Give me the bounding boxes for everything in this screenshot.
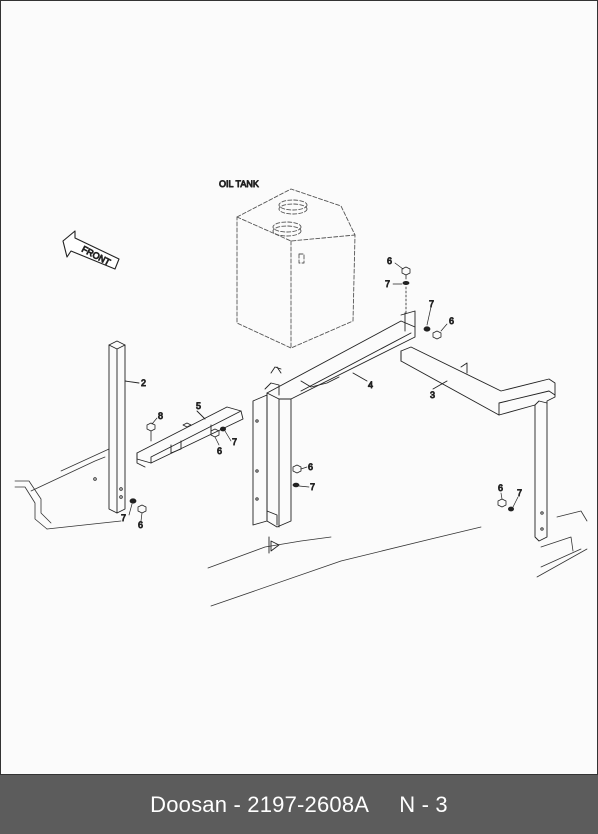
parts-diagram-sheet: OIL TANK FRONT 2 5 (0, 0, 598, 775)
leader-line (352, 372, 368, 382)
part-3-frame (400, 346, 556, 542)
callout-part-2: 2 (141, 378, 146, 388)
callout-part-6: 6 (449, 316, 454, 326)
hardware-group (129, 266, 514, 514)
callout-part-7: 7 (517, 488, 522, 498)
part-5-bracket (136, 406, 244, 468)
callout-part-3: 3 (430, 390, 435, 400)
oil-tank-outline (236, 188, 356, 349)
leader-line (124, 380, 140, 384)
part-4-frame (252, 310, 416, 554)
part-2-post (93, 340, 126, 514)
footer-title: Doosan - 2197-2608A (150, 791, 370, 817)
callout-part-7: 7 (385, 279, 390, 289)
callout-part-7: 7 (232, 437, 237, 447)
footer-page-number: N - 3 (399, 791, 448, 817)
frame-reference-lines (14, 448, 588, 607)
leader-line (432, 380, 448, 390)
callout-part-8: 8 (158, 411, 163, 421)
callout-part-6: 6 (308, 462, 313, 472)
callout-part-5: 5 (196, 401, 201, 411)
callout-part-7: 7 (310, 482, 315, 492)
page-footer: Doosan - 2197-2608A N - 3 (0, 775, 598, 834)
hardware-leader-lines (128, 262, 519, 522)
callout-part-7: 7 (429, 299, 434, 309)
callout-part-6: 6 (217, 446, 222, 456)
oil-tank-label: OIL TANK (219, 179, 259, 189)
callout-part-6: 6 (387, 256, 392, 266)
callout-part-7: 7 (121, 513, 126, 523)
leader-line (196, 410, 206, 420)
callout-part-4: 4 (368, 380, 373, 390)
callout-part-6: 6 (498, 483, 503, 493)
front-arrow-icon (62, 230, 120, 270)
exploded-diagram: OIL TANK FRONT 2 5 (14, 179, 588, 607)
callout-part-6: 6 (138, 520, 143, 530)
